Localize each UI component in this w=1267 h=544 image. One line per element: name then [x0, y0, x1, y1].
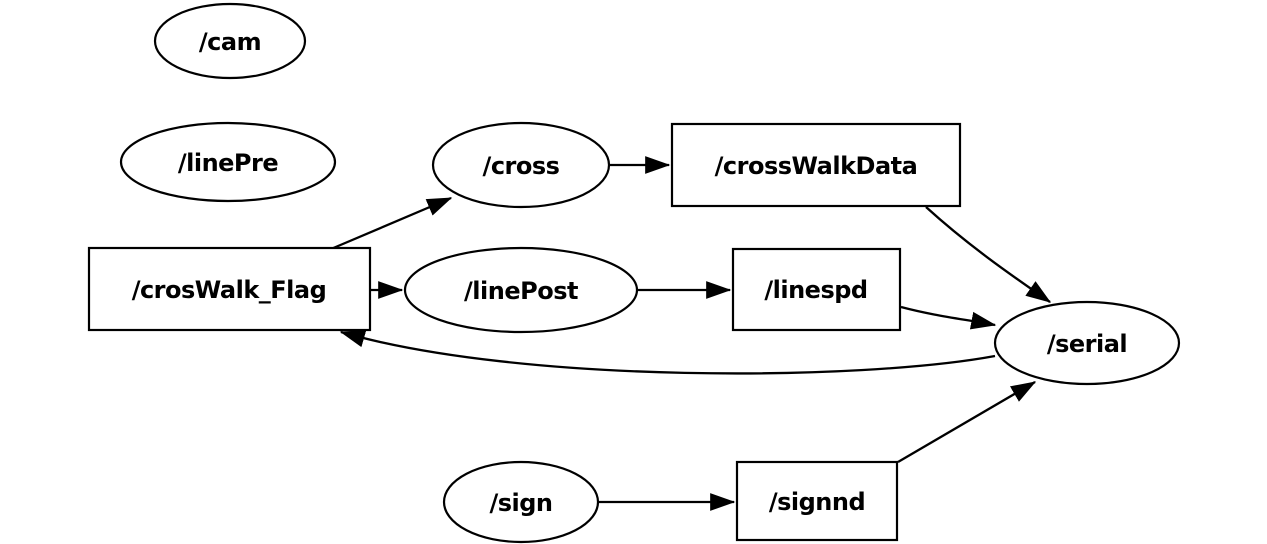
edge-signnd-to-serial [897, 381, 1037, 463]
node-crossWalkData: /crossWalkData [670, 122, 962, 208]
sign-label: /sign [489, 489, 552, 517]
node-cam: /cam [153, 2, 307, 80]
signnd-box [735, 460, 899, 542]
linePre-label: /linePre [178, 149, 279, 177]
edge-linespd-to-serial [900, 305, 997, 330]
node-cross: /cross [431, 121, 611, 209]
linePre-ellipse [119, 121, 337, 203]
node-serial: /serial [993, 300, 1181, 386]
linePost-label: /linePost [464, 277, 578, 305]
serial-label: /serial [1047, 330, 1127, 358]
crossWalkData-box [670, 122, 962, 208]
node-crosWalk_Flag: /crosWalk_Flag [87, 246, 372, 332]
edge-crossWalkData-to-serial [925, 206, 1052, 303]
edge-serial-to-crosWalk_Flag [339, 330, 996, 375]
linespd-box [731, 247, 902, 332]
linePost-ellipse [403, 246, 639, 334]
node-signnd: /signnd [735, 460, 899, 542]
node-linespd: /linespd [731, 247, 902, 332]
node-sign: /sign [442, 460, 600, 544]
cam-label: /cam [199, 28, 261, 56]
cross-label: /cross [483, 152, 560, 180]
crossWalkData-label: /crossWalkData [715, 152, 918, 180]
edge-layer [330, 156, 1052, 511]
node-linePre: /linePre [119, 121, 337, 203]
sign-ellipse [442, 460, 600, 544]
crosWalk_Flag-box [87, 246, 372, 332]
cross-ellipse [431, 121, 611, 209]
serial-ellipse [993, 300, 1181, 386]
linespd-label: /linespd [764, 276, 867, 304]
cam-ellipse [153, 2, 307, 80]
crosWalk_Flag-label: /crosWalk_Flag [132, 276, 327, 304]
node-linePost: /linePost [403, 246, 639, 334]
edge-crosWalk_Flag-to-cross [330, 196, 453, 251]
signnd-label: /signnd [769, 488, 865, 516]
